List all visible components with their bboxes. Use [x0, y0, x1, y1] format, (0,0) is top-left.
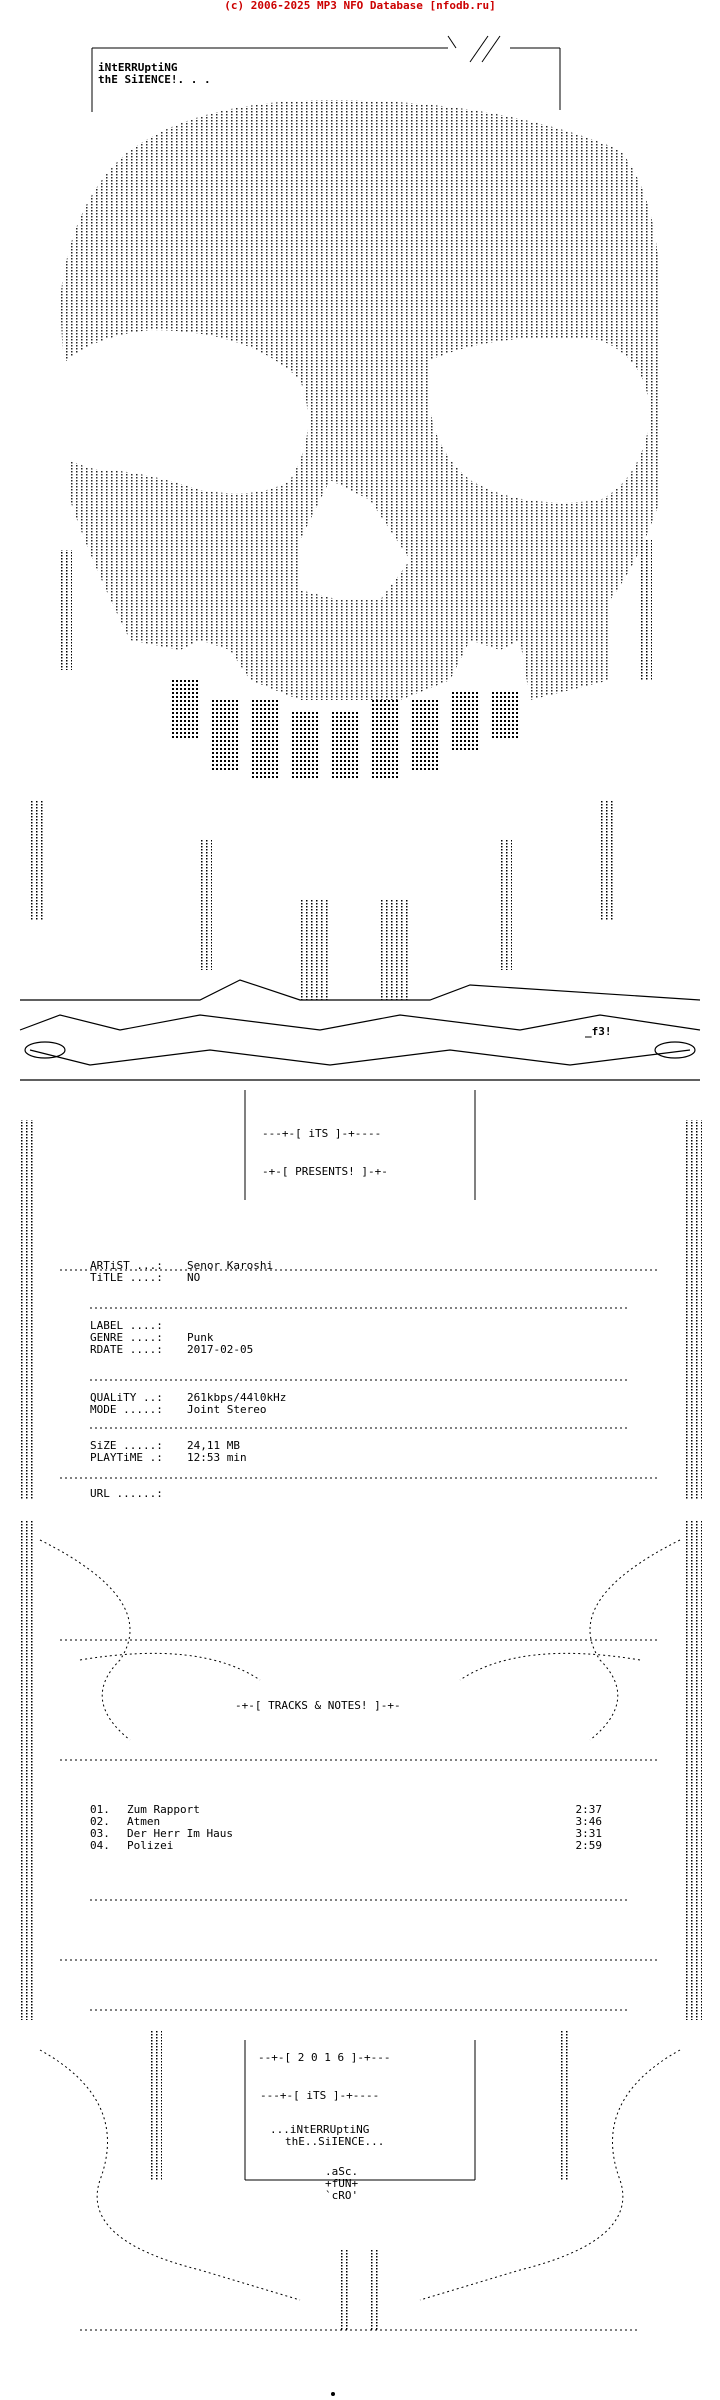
quality-label: QUALiTY ..: [90, 1391, 163, 1404]
playtime-value: 12:53 min [187, 1451, 247, 1464]
title-label: TiTLE ....: [90, 1271, 163, 1284]
track-duration: 3:31 [575, 1827, 603, 1840]
track-title: Der Herr Im Haus [127, 1827, 233, 1840]
genre-value: Punk [187, 1331, 214, 1344]
footer-slogan-1: ...iNtERRUptiNG [270, 2123, 370, 2136]
track-row: 02. Atmen 3:46 [90, 1816, 602, 1828]
url-label: URL ......: [90, 1487, 163, 1500]
playtime-row: PLAYTiME .: 12:53 min [90, 1452, 247, 1464]
copyright-bar: (c) 2006-2025 MP3 NFO Database [nfodb.ru… [0, 0, 720, 14]
copyright-link[interactable]: (c) 2006-2025 MP3 NFO Database [nfodb.ru… [224, 0, 496, 12]
logo-line-2: thE SiIENCE!. . . [98, 73, 211, 86]
presents-its: ---+-[ iTS ]-+---- [262, 1127, 382, 1140]
quality-row: QUALiTY ..: 261kbps/44l0kHz [90, 1392, 286, 1404]
footer-credit-2: +fUN+ [325, 2177, 359, 2190]
rdate-value: 2017-02-05 [187, 1343, 254, 1356]
logo-box [91, 35, 561, 112]
track-title: Zum Rapport [127, 1803, 200, 1816]
info-frame [60, 1269, 660, 1479]
genre-label: GENRE ....: [90, 1331, 163, 1344]
mode-label: MODE .....: [90, 1403, 163, 1416]
logo-line-1: iNtERRUptiNG [98, 61, 178, 74]
footer-slogan-2: thE..SiIENCE... [285, 2135, 385, 2148]
label-label: LABEL ....: [90, 1319, 163, 1332]
quality-value: 261kbps/44l0kHz [187, 1391, 287, 1404]
footer-year: --+-[ 2 0 1 6 ]-+--- [258, 2051, 391, 2064]
size-label: SiZE .....: [90, 1439, 163, 1452]
tracks-header: -+-[ TRACKS & NOTES! ]-+- [235, 1699, 401, 1712]
banner-tag: _f3! [585, 1025, 612, 1038]
presents-label: -+-[ PRESENTS! ]-+- [262, 1165, 388, 1178]
track-number: 04. [90, 1839, 110, 1852]
track-title: Polizei [127, 1839, 174, 1852]
track-number: 02. [90, 1815, 110, 1828]
title-value: NO [187, 1271, 201, 1284]
rdate-row: RDATE ....: 2017-02-05 [90, 1344, 253, 1356]
track-number: 03. [90, 1827, 110, 1840]
track-duration: 2:37 [575, 1803, 603, 1816]
artist-row: ARTiST ...: Senor Karoshi [90, 1260, 273, 1272]
rdate-label: RDATE ....: [90, 1343, 163, 1356]
footer-box [244, 2040, 476, 2181]
label-row: LABEL ....: [90, 1320, 187, 1332]
track-row: 01. Zum Rapport 2:37 [90, 1804, 602, 1816]
mode-value: Joint Stereo [187, 1403, 267, 1416]
playtime-label: PLAYTiME .: [90, 1451, 163, 1464]
genre-row: GENRE ....: Punk [90, 1332, 214, 1344]
mode-row: MODE .....: Joint Stereo [90, 1404, 266, 1416]
url-row: URL ......: [90, 1488, 187, 1500]
size-value: 24,11 MB [187, 1439, 240, 1452]
track-title: Atmen [127, 1815, 161, 1828]
track-row: 04. Polizei 2:59 [90, 1840, 602, 1852]
size-row: SiZE .....: 24,11 MB [90, 1440, 240, 1452]
footer-credit-3: `cRO' [325, 2189, 359, 2202]
presents-box [244, 1090, 476, 1200]
track-duration: 2:59 [575, 1839, 603, 1852]
footer-its: ---+-[ iTS ]-+---- [260, 2089, 380, 2102]
track-number: 01. [90, 1803, 110, 1816]
artist-value: Senor Karoshi [187, 1259, 274, 1272]
artist-label: ARTiST ...: [90, 1259, 163, 1272]
track-row: 03. Der Herr Im Haus 3:31 [90, 1828, 602, 1840]
footer-credit-1: .aSc. [325, 2165, 359, 2178]
track-duration: 3:46 [575, 1815, 603, 1828]
title-row: TiTLE ....: NO [90, 1272, 200, 1284]
banner-lines [19, 979, 701, 1081]
